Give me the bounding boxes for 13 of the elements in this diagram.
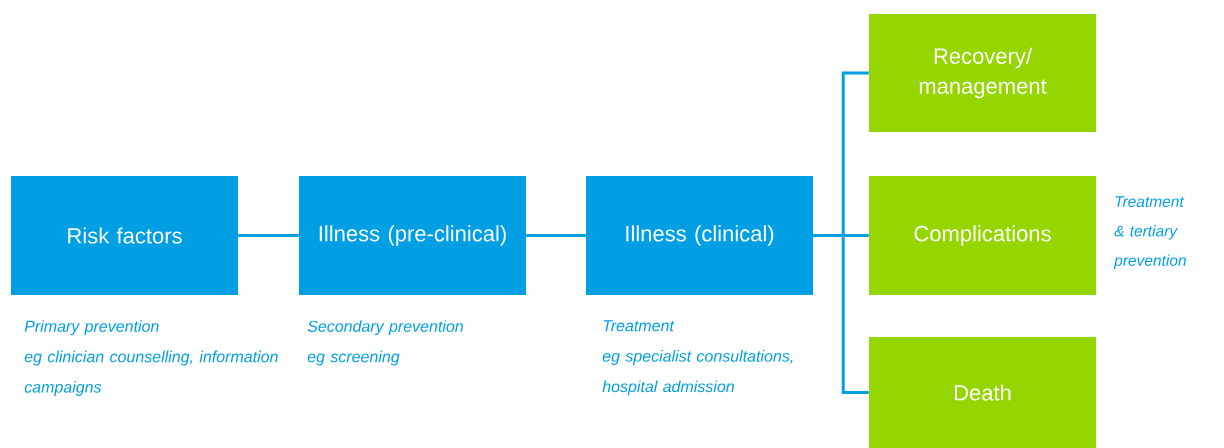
- connector-line: [813, 234, 869, 394]
- annotation-text: Secondary prevention eg screening: [307, 320, 463, 366]
- connector-line: [526, 234, 586, 237]
- process-box: Complications: [869, 176, 1096, 295]
- connector-line: [238, 234, 299, 237]
- process-box: Risk factors: [11, 176, 238, 295]
- annotation-text: Primary prevention eg clinician counselling, information campaigns: [24, 320, 278, 396]
- process-box: Death: [869, 337, 1096, 448]
- process-box: Illness (clinical): [586, 176, 813, 295]
- process-box: Recovery/ management: [869, 14, 1096, 132]
- process-box: Illness (pre-clinical): [299, 176, 526, 295]
- annotation-text: Treatment & tertiary prevention: [1113, 196, 1186, 269]
- annotation-text: Treatment eg specialist consultations, hospital admission: [602, 320, 793, 396]
